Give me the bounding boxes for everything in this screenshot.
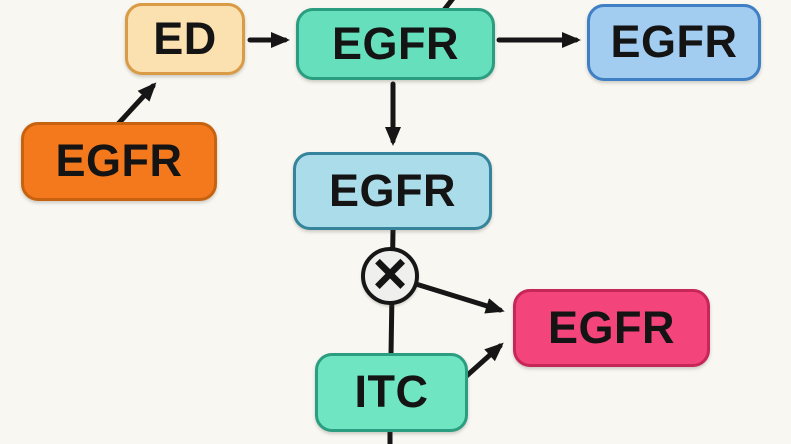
node-label: EGFR [55, 135, 183, 186]
line-stub-top [441, 0, 455, 13]
node-label: EGFR [328, 164, 456, 216]
arrow-egfr-source-to-ed [115, 82, 157, 127]
node-label: EGFR [610, 16, 738, 67]
arrow-itc-to-egfr-pink [459, 342, 504, 383]
node-label: ITC [354, 366, 429, 417]
multiply-junction-icon: × [361, 244, 419, 305]
node-egfr-middle: EGFR [293, 152, 492, 230]
node-label: EGFR [547, 301, 675, 353]
node-egfr-right: EGFR [587, 4, 761, 81]
node-ed: ED [125, 3, 245, 75]
node-egfr-source: EGFR [21, 122, 217, 201]
node-egfr-pink: EGFR [513, 289, 710, 367]
node-label: EGFR [331, 17, 459, 69]
node-label: ED [153, 12, 217, 64]
node-egfr-active: EGFR [296, 8, 495, 80]
node-itc: ITC [315, 353, 468, 432]
